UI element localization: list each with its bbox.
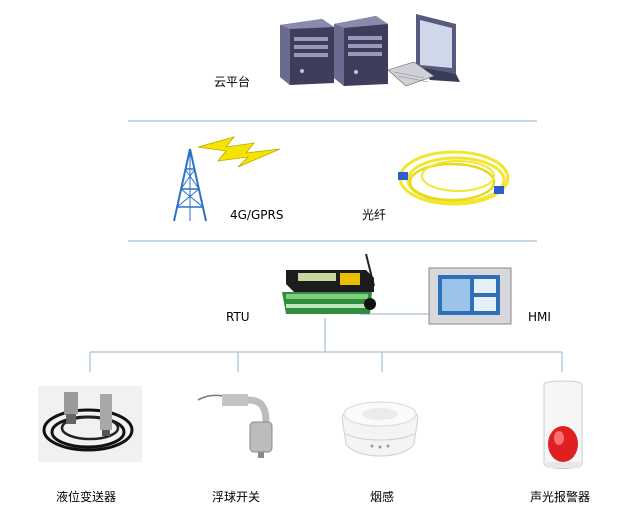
float-switch-label: 浮球开关	[212, 490, 261, 504]
fiber-label: 光纤	[362, 208, 387, 222]
smoke-detector-icon	[341, 401, 419, 457]
cloud-platform-label: 云平台	[214, 75, 251, 89]
rtu-device-icon	[282, 253, 376, 314]
sound-light-alarm-label: 声光报警器	[530, 490, 591, 504]
server-tower-icon	[280, 19, 334, 85]
float-switch-icon	[197, 394, 273, 458]
level-transmitter-label: 液位变送器	[56, 490, 117, 504]
server-tower-icon-2	[334, 16, 388, 86]
lightning-signal-icon	[197, 136, 281, 168]
monitor-icon	[387, 14, 460, 87]
antenna-tower-icon	[173, 148, 207, 222]
gprs-label: 4G/GPRS	[230, 208, 284, 222]
optical-fiber-icon	[398, 150, 510, 206]
level-transmitter-icon	[38, 386, 142, 462]
rtu-label: RTU	[226, 310, 250, 324]
hmi-label: HMI	[528, 310, 551, 324]
hmi-touchscreen-icon	[428, 267, 512, 325]
sound-light-alarm-icon	[543, 380, 583, 469]
smoke-detector-label: 烟感	[370, 490, 395, 504]
